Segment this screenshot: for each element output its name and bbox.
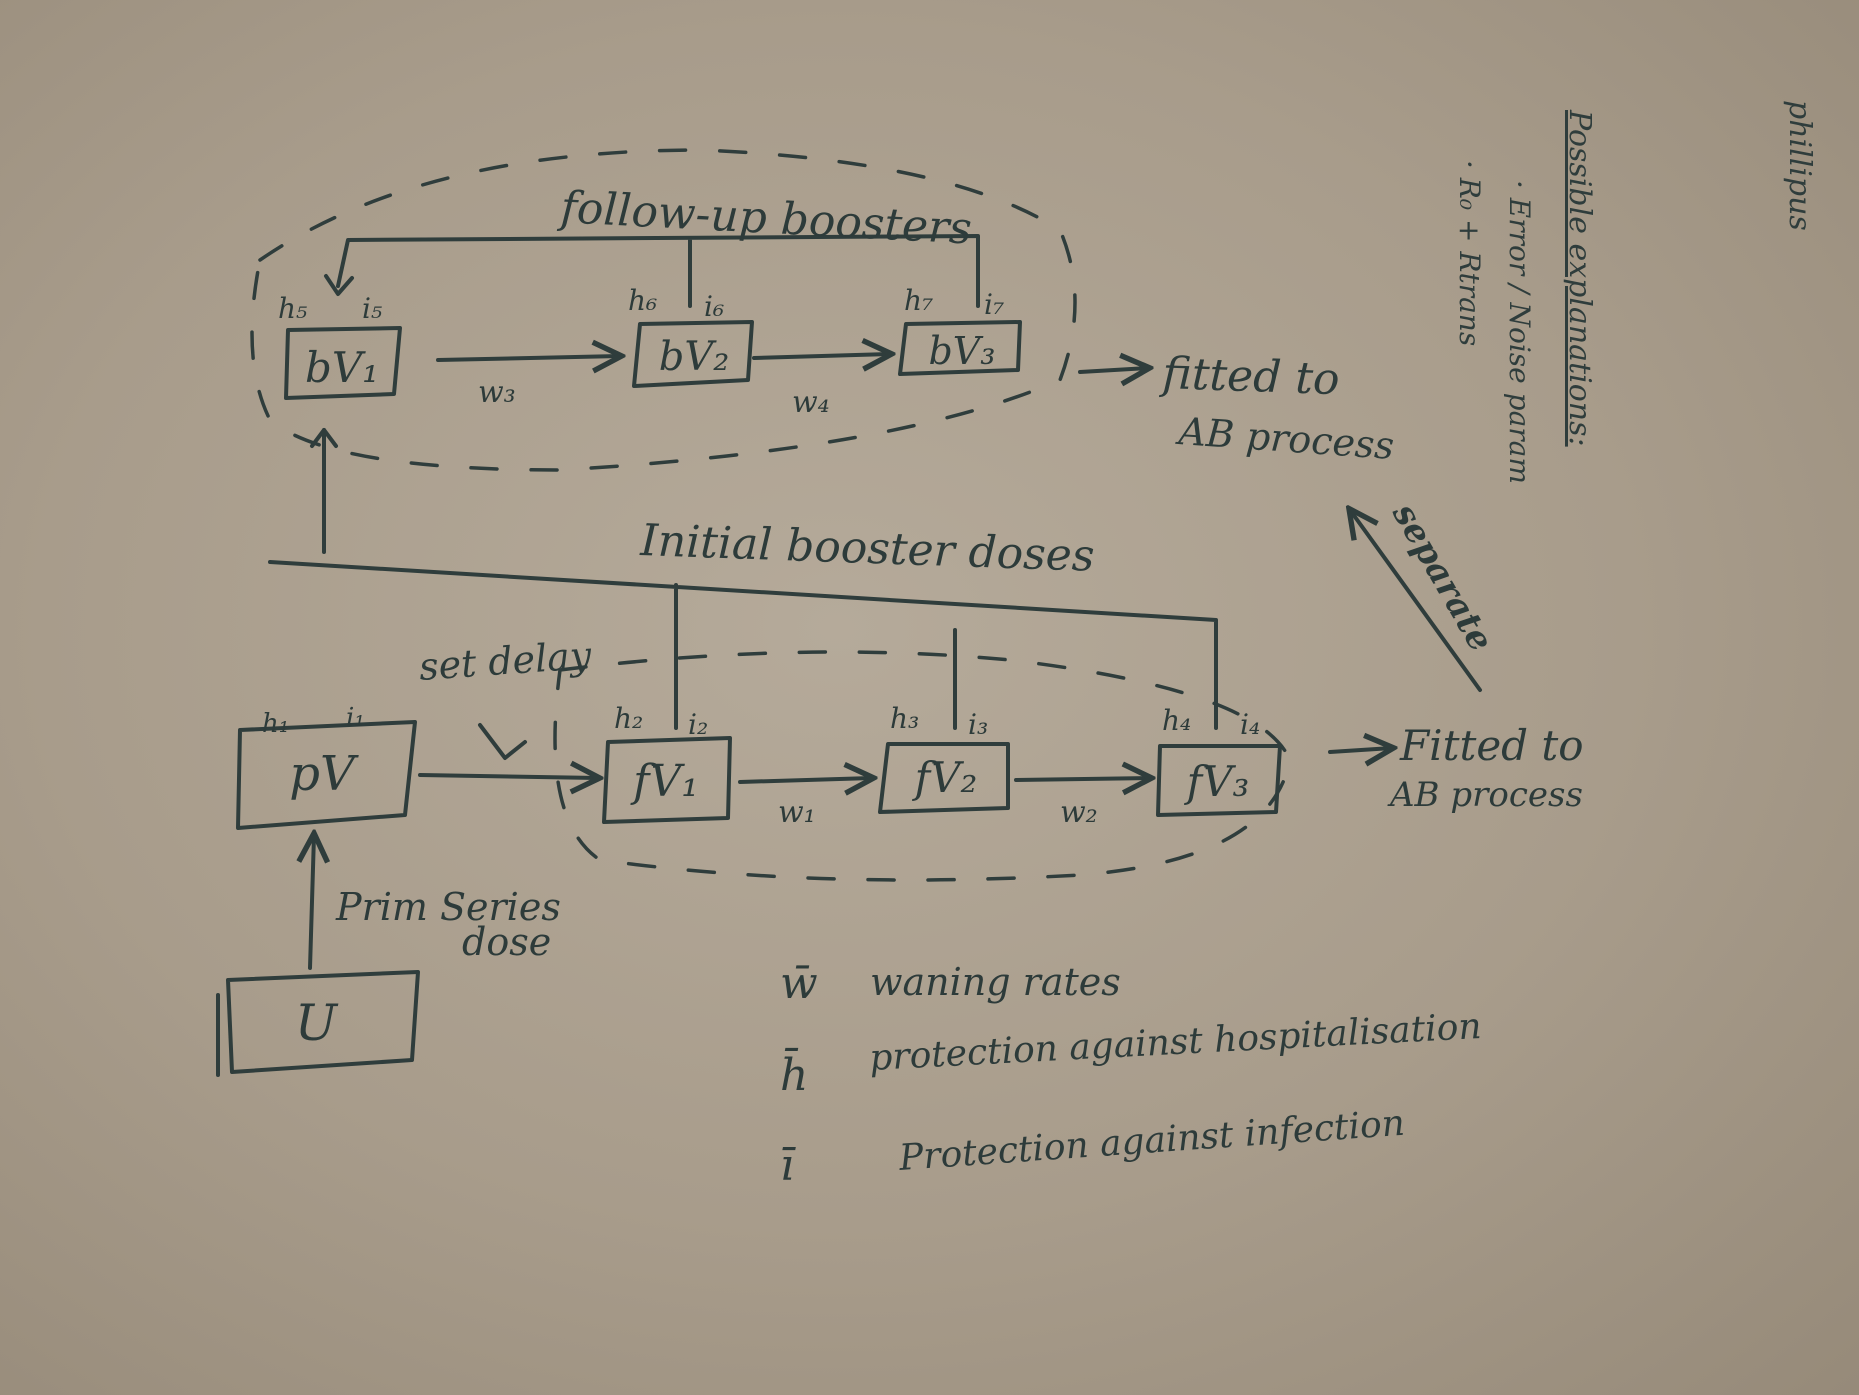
set-delay-label: set delay (418, 633, 594, 689)
box-fv3-label: fV₃ (1184, 757, 1250, 806)
arrow-pv-to-fv1 (418, 775, 598, 778)
box-bv1-label: bV₁ (305, 343, 379, 392)
initial-booster-label: Initial booster doses (639, 515, 1096, 582)
param-i5: i₅ (362, 292, 382, 325)
arrow-fv2-to-fv3 (1014, 778, 1150, 780)
box-bv1: bV₁ (284, 326, 402, 400)
box-fv2: fV₂ (878, 742, 1010, 814)
param-i1: i₁ (346, 703, 365, 733)
arrow-fv1-to-fv2 (738, 778, 872, 782)
box-u: U (216, 970, 420, 1077)
legend-w-symbol: w̄ (780, 958, 818, 1009)
initial-booster-bracket (268, 428, 1218, 730)
box-fv1-label: fV₁ (630, 756, 699, 807)
param-h7: h₇ (904, 284, 933, 317)
rate-w3: w₃ (478, 375, 516, 410)
follow-up-group-outline (250, 148, 1077, 472)
box-pv: pV (236, 720, 417, 830)
legend-i-symbol: ī (780, 1140, 796, 1191)
legend-h-text: protection against hospitalisation (868, 1006, 1482, 1079)
box-fv3: fV₃ (1156, 744, 1282, 817)
margin-note-item2: · R₀ + Rtrans (1453, 160, 1486, 346)
arrow-follow-up-to-bv1-head (324, 274, 354, 296)
margin-notes-title: Possible explanations: (1562, 109, 1597, 447)
follow-up-bracket (336, 234, 980, 308)
param-i3: i₃ (968, 708, 988, 741)
arrow-bottom-to-fitted (1328, 748, 1392, 752)
margin-name: phillipus (1782, 100, 1817, 231)
rate-w4: w₄ (792, 385, 830, 420)
fitted-top-label-1: fitted to (1159, 348, 1341, 405)
arrow-u-to-pv (310, 835, 314, 970)
param-h3: h₃ (890, 702, 919, 735)
separate-label: separate (1384, 496, 1501, 659)
param-h4: h₄ (1162, 704, 1191, 737)
follow-up-boosters-label: follow-up boosters (556, 182, 973, 255)
primary-dose-label: dose (462, 920, 551, 964)
rate-w1: w₁ (778, 795, 816, 830)
box-pv-label: pV (289, 746, 359, 802)
param-i7: i₇ (984, 288, 1004, 321)
box-bv2: bV₂ (632, 320, 754, 388)
param-i4: i₄ (1240, 708, 1260, 741)
param-h1: h₁ (262, 709, 289, 739)
box-bv3-label: bV₃ (928, 329, 995, 373)
box-fv1: fV₁ (602, 736, 732, 824)
param-i2: i₂ (688, 708, 708, 741)
primary-series-label: Prim Series (335, 885, 561, 929)
arrow-separate (1350, 510, 1482, 692)
fitted-bottom-label-2: AB process (1387, 775, 1583, 815)
arrow-bv1-to-bv2 (436, 356, 620, 360)
param-h2: h₂ (614, 702, 643, 735)
arrow-initial-to-bv1-head (310, 428, 338, 448)
param-h6: h₆ (628, 284, 657, 317)
box-u-label: U (295, 994, 339, 1052)
legend-h-symbol: h̄ (780, 1046, 808, 1101)
initial-group-outline (553, 650, 1292, 882)
box-bv2-label: bV₂ (659, 334, 730, 380)
box-fv2-label: fV₂ (912, 753, 978, 802)
arrow-top-to-fitted (1078, 368, 1148, 372)
param-i6: i₆ (704, 290, 724, 323)
param-h5: h₅ (278, 292, 307, 325)
box-bv3: bV₃ (898, 320, 1022, 376)
margin-note-item1: · Error / Noise param (1503, 180, 1536, 484)
legend-w-text: waning rates (870, 960, 1121, 1004)
fitted-top-label-2: AB process (1174, 409, 1395, 468)
legend-i-text: Protection against infection (897, 1103, 1406, 1179)
arrow-bv2-to-bv3 (752, 354, 890, 358)
rate-w2: w₂ (1060, 795, 1098, 830)
fitted-bottom-label-1: Fitted to (1399, 721, 1584, 770)
set-delay-tick-icon (478, 723, 527, 760)
